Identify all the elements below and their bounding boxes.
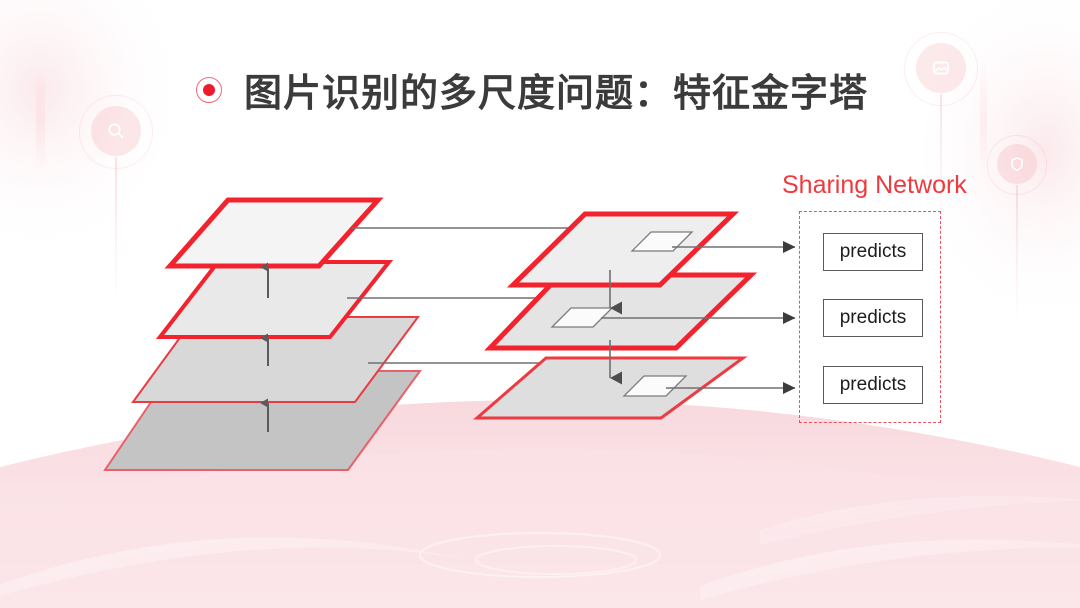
prediction-connections bbox=[601, 241, 796, 394]
predicts-box-2[interactable]: predicts bbox=[823, 299, 923, 337]
left-stack bbox=[103, 197, 422, 471]
right-stack-layer-3 bbox=[472, 356, 748, 420]
right-stack-marker-3 bbox=[622, 375, 688, 397]
page-title-text: 图片识别的多尺度问题：特征金字塔 bbox=[244, 73, 869, 115]
right-stack bbox=[472, 211, 758, 420]
sharing-network-panel: predicts predicts predicts bbox=[799, 211, 941, 423]
predicts-box-3[interactable]: predicts bbox=[823, 366, 923, 404]
page-title: 图片识别的多尺度问题：特征金字塔 bbox=[196, 62, 868, 117]
decor-bar-left bbox=[36, 68, 45, 173]
decor-bar-right bbox=[980, 60, 987, 180]
left-stack-layer-2 bbox=[155, 260, 394, 339]
right-stack-marker-2 bbox=[550, 307, 614, 328]
left-stack-layer-1 bbox=[164, 197, 384, 269]
filled-circle-icon bbox=[196, 76, 222, 103]
sharing-network-label: Sharing Network bbox=[782, 171, 967, 199]
predicts-box-1[interactable]: predicts bbox=[823, 233, 923, 271]
